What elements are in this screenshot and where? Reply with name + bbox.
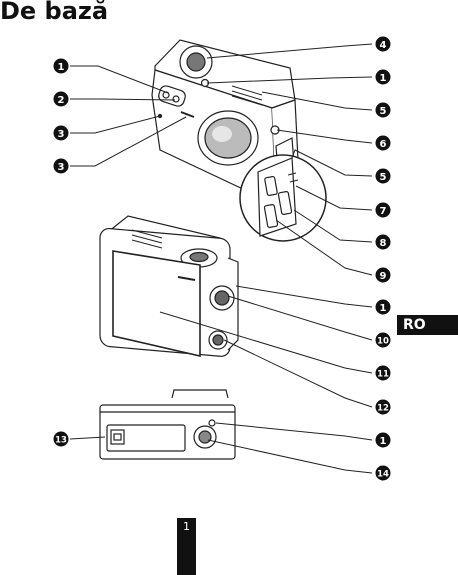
callout-7: 7 — [376, 203, 391, 218]
callout-10: 10 — [376, 333, 391, 348]
callout-3-a: 3 — [54, 126, 69, 141]
callout-12: 12 — [376, 400, 391, 415]
page-number: 1 — [177, 518, 196, 575]
callout-label: 5 — [380, 106, 387, 117]
callout-label: 4 — [380, 40, 387, 51]
callout-label: 6 — [380, 139, 387, 150]
callout-1-mid: 1 — [376, 300, 391, 315]
callout-4-top: 4 — [376, 37, 391, 52]
language-tab: RO — [397, 315, 458, 335]
callout-label: 2 — [58, 95, 65, 106]
camera-top-view — [100, 390, 235, 459]
callout-label: 3 — [58, 129, 65, 140]
callout-6: 6 — [376, 136, 391, 151]
callout-8: 8 — [376, 235, 391, 250]
callout-3-b: 3 — [54, 159, 69, 174]
callout-label: 1 — [58, 62, 65, 73]
callout-label: 11 — [377, 370, 389, 380]
callout-label: 7 — [380, 206, 387, 217]
callout-11: 11 — [376, 366, 391, 381]
callout-label: 12 — [377, 404, 389, 414]
callout-label: 1 — [380, 73, 387, 84]
callout-5-b: 5 — [376, 169, 391, 184]
callout-label: 1 — [380, 436, 387, 447]
callout-label: 8 — [380, 238, 387, 249]
callout-5-a: 5 — [376, 103, 391, 118]
callout-label: 1 — [380, 303, 387, 314]
callout-label: 10 — [377, 337, 389, 347]
callout-1-top: 1 — [376, 70, 391, 85]
callout-1-bot: 1 — [376, 433, 391, 448]
callout-label: 9 — [380, 271, 387, 282]
ports-zoom-inset — [240, 155, 326, 241]
callout-9: 9 — [376, 268, 391, 283]
callout-13: 13 — [54, 432, 69, 447]
callout-2: 2 — [54, 92, 69, 107]
callout-14: 14 — [376, 466, 391, 481]
callout-label: 13 — [55, 436, 67, 446]
callout-label: 14 — [377, 470, 389, 480]
callout-1-left: 1 — [54, 59, 69, 74]
callout-label: 3 — [58, 162, 65, 173]
camera-back-view — [100, 216, 238, 357]
callout-label: 5 — [380, 172, 387, 183]
